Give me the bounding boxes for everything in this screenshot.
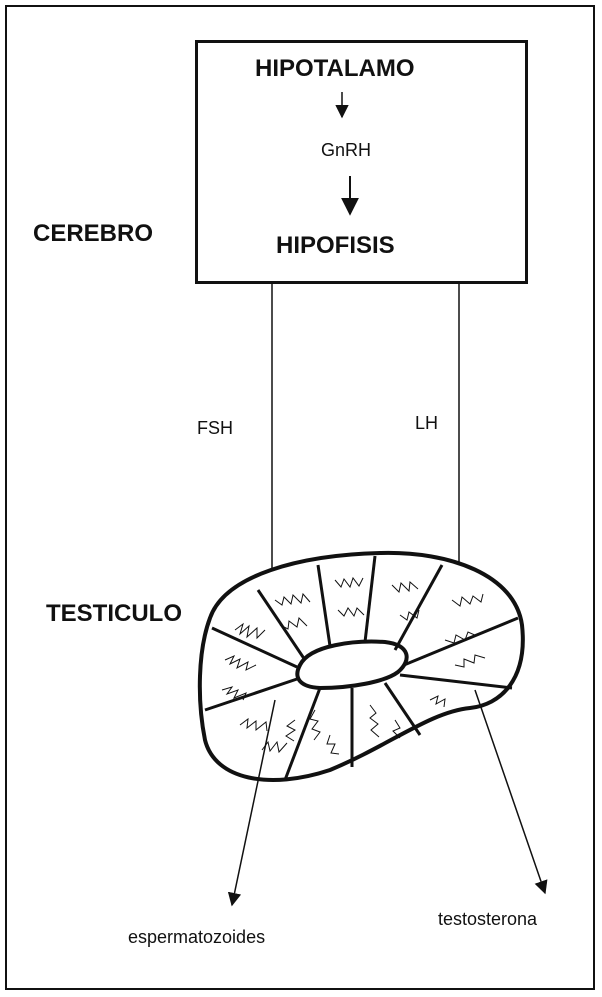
testis-label: TESTICULO	[46, 600, 182, 628]
hypophysis-label: HIPOFISIS	[276, 232, 395, 260]
testosterone-arrow	[475, 690, 545, 893]
hypothalamus-label: HIPOTALAMO	[255, 55, 415, 83]
sperm-label: espermatozoides	[128, 927, 265, 948]
testosterone-label: testosterona	[438, 909, 537, 930]
fsh-label: FSH	[197, 418, 233, 439]
brain-label: CEREBRO	[33, 220, 153, 248]
lh-label: LH	[415, 413, 438, 434]
testis-illustration	[200, 553, 523, 780]
gnrh-label: GnRH	[321, 140, 371, 161]
